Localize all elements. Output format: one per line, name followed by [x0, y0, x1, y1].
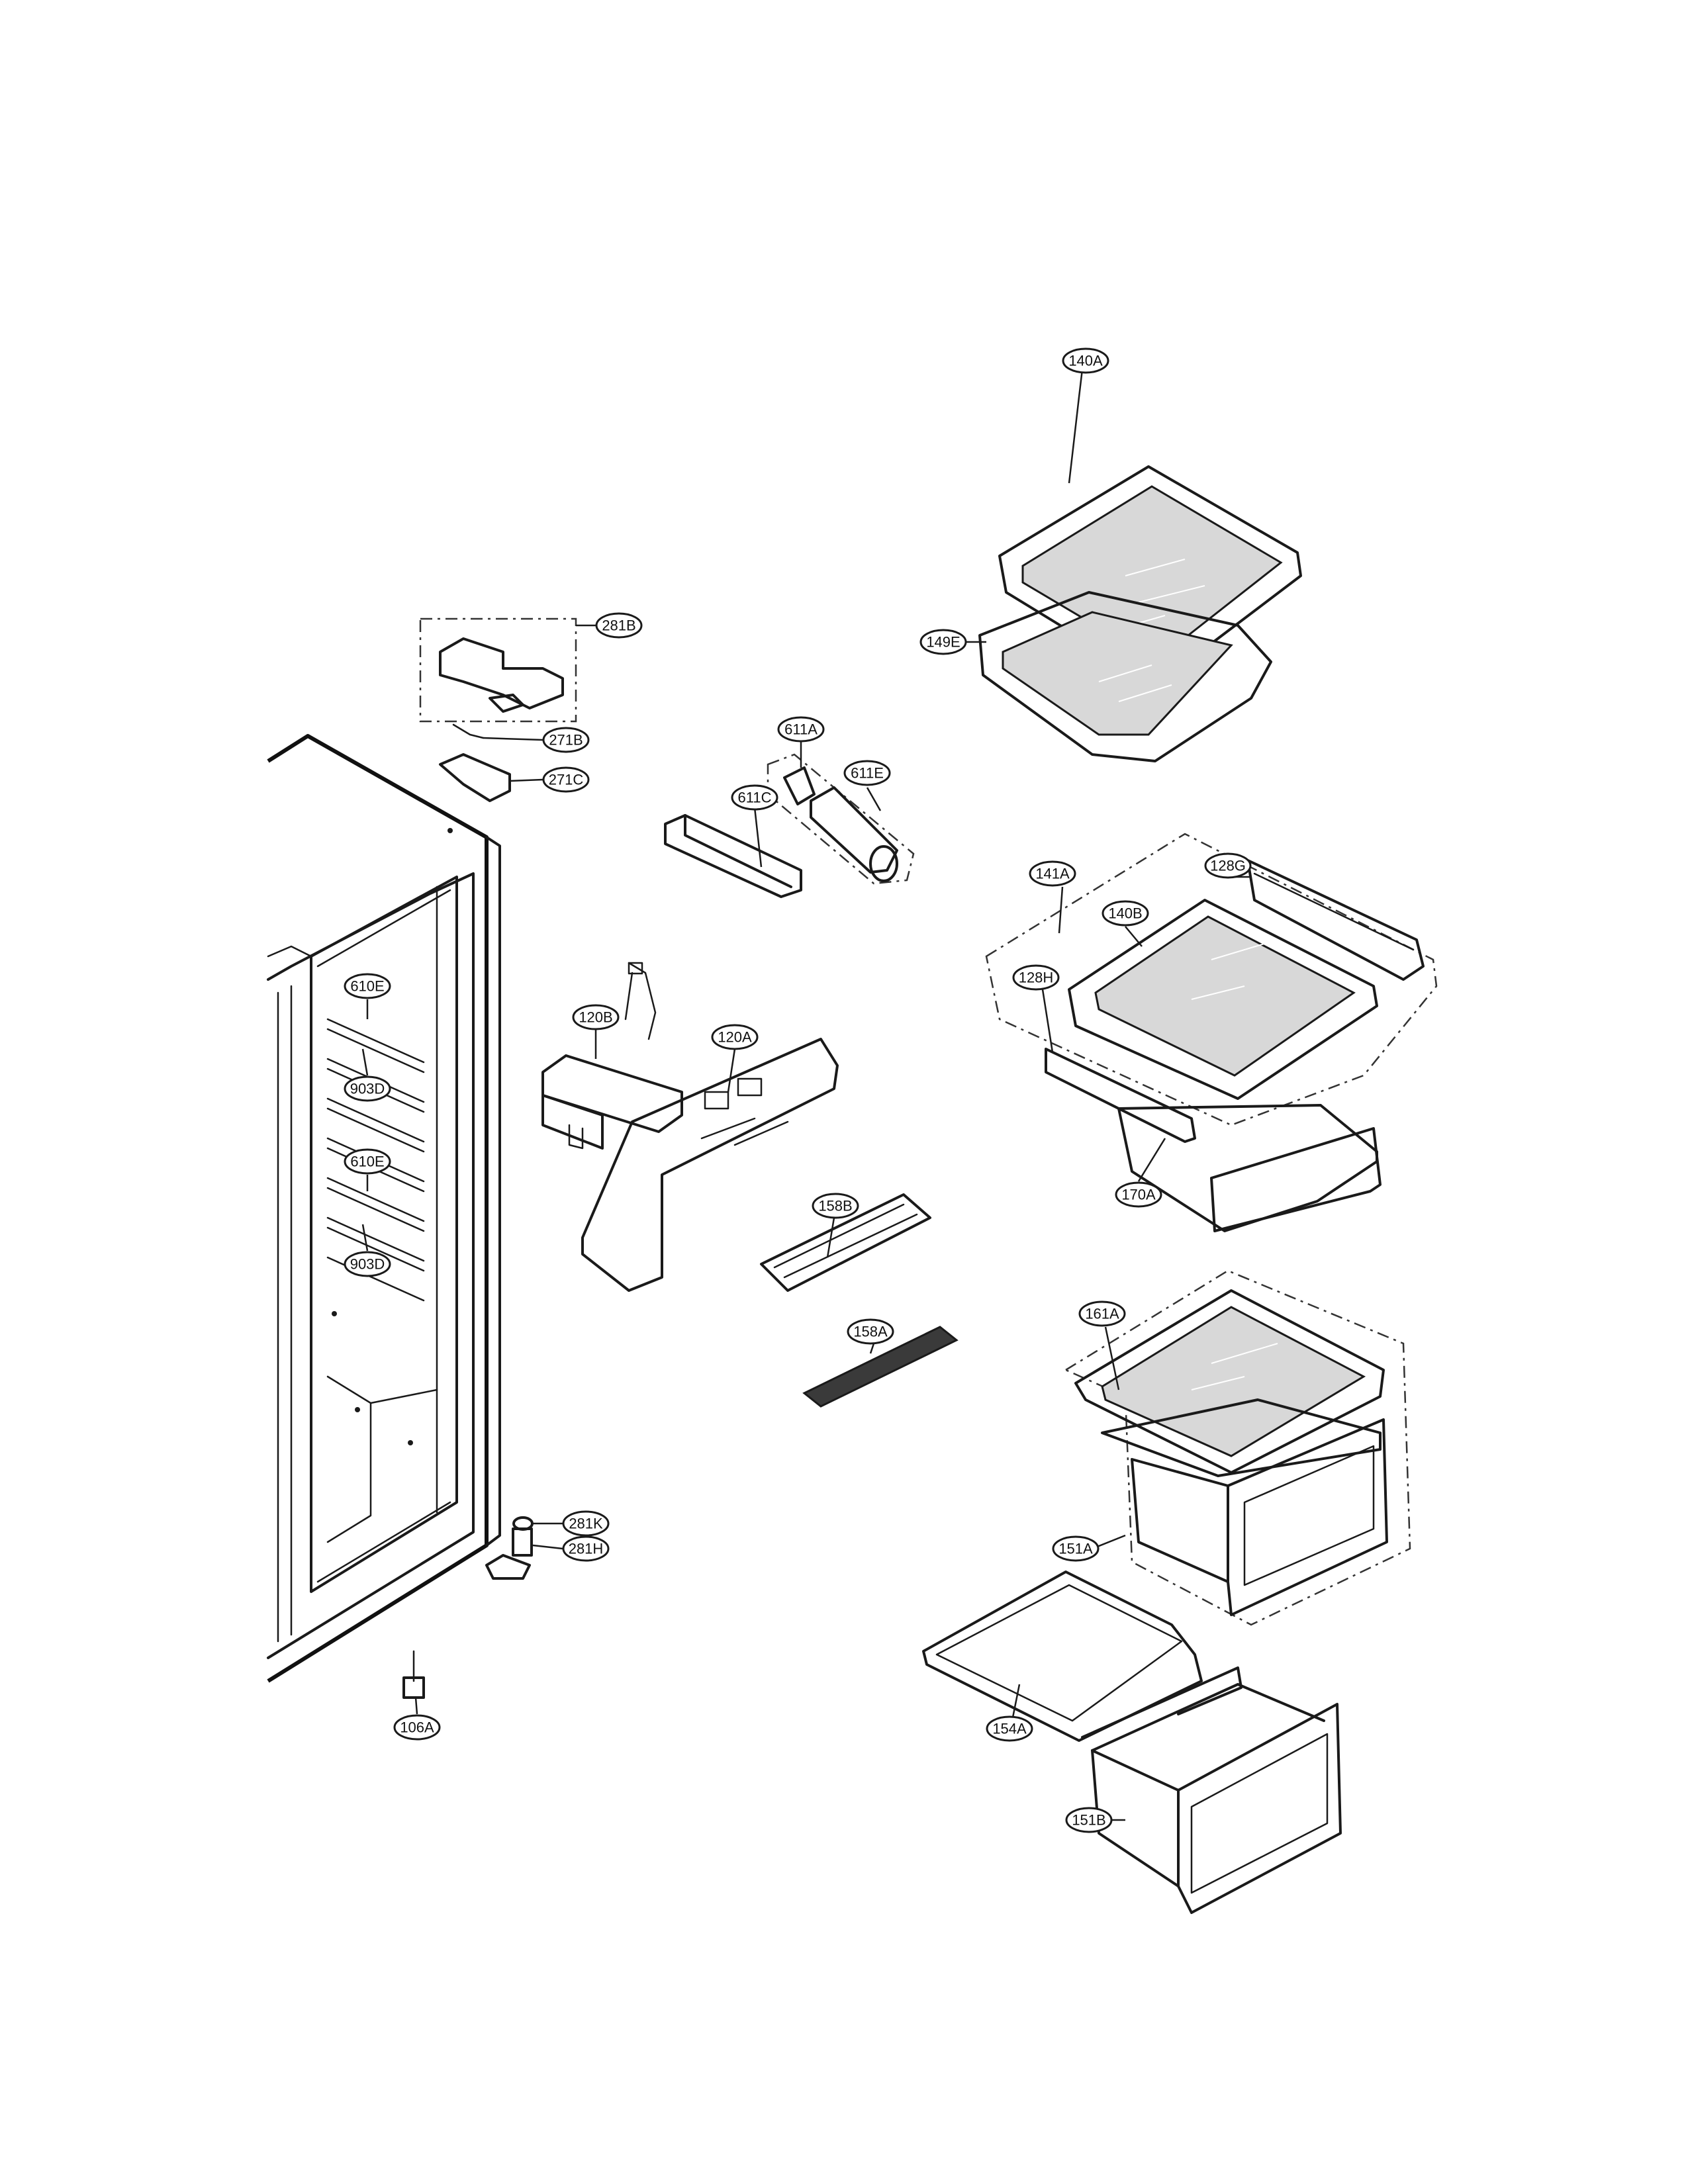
tank-bracket [581, 1038, 839, 1292]
callout-170A[interactable]: 170A [1115, 1181, 1162, 1208]
svg-text:140B: 140B [1108, 905, 1142, 922]
svg-text:158A: 158A [853, 1324, 888, 1340]
callout-610E-bottom[interactable]: 610E [344, 1148, 391, 1175]
screw-hole [332, 1311, 337, 1316]
svg-text:611E: 611E [851, 765, 884, 782]
hinge-parts [485, 1516, 534, 1580]
svg-text:149E: 149E [926, 634, 960, 651]
crisper-cover-lower [922, 1570, 1203, 1742]
snack-pan-assembly [985, 833, 1438, 1232]
callout-611C[interactable]: 611C [731, 784, 778, 811]
screw-hole [447, 828, 453, 833]
svg-text:170A: 170A [1121, 1187, 1156, 1203]
callout-128H[interactable]: 128H [1012, 964, 1060, 991]
svg-text:120A: 120A [718, 1029, 752, 1046]
callout-161A[interactable]: 161A [1078, 1300, 1126, 1327]
svg-text:271B: 271B [549, 732, 583, 749]
leveling-leg [402, 1650, 425, 1699]
damper-housing-group [419, 617, 577, 802]
crisper-drawer-lower [1081, 1666, 1342, 1914]
svg-text:141A: 141A [1035, 866, 1070, 882]
callout-141A[interactable]: 141A [1029, 860, 1076, 887]
svg-text:281K: 281K [569, 1516, 603, 1532]
svg-text:154A: 154A [992, 1721, 1027, 1737]
callout-281B[interactable]: 281B [595, 612, 643, 639]
svg-text:161A: 161A [1085, 1306, 1119, 1322]
callout-281K[interactable]: 281K [562, 1510, 610, 1537]
callout-158A[interactable]: 158A [847, 1318, 894, 1345]
svg-text:611C: 611C [738, 790, 772, 806]
glass-shelf-upper [998, 465, 1302, 666]
leader-lines [361, 369, 1251, 1821]
callout-158B[interactable]: 158B [812, 1193, 859, 1219]
screw-hole [408, 1440, 413, 1445]
cover-tray [760, 1193, 931, 1292]
svg-text:610E: 610E [350, 1154, 384, 1170]
svg-text:128H: 128H [1019, 970, 1054, 986]
shelf-rails [326, 1018, 425, 1302]
callout-611A[interactable]: 611A [777, 716, 825, 743]
callout-106A[interactable]: 106A [393, 1714, 441, 1741]
glass-shelf-lower [978, 591, 1272, 762]
callout-120B[interactable]: 120B [572, 1004, 620, 1030]
water-tank [541, 962, 683, 1150]
svg-text:158B: 158B [818, 1198, 852, 1214]
callout-151B[interactable]: 151B [1065, 1807, 1113, 1833]
callout-128G[interactable]: 128G [1204, 852, 1252, 879]
svg-text:611A: 611A [784, 721, 818, 738]
callout-611E[interactable]: 611E [843, 760, 891, 786]
svg-text:151B: 151B [1072, 1812, 1105, 1829]
callout-149E[interactable]: 149E [919, 629, 967, 655]
callout-151A[interactable]: 151A [1052, 1535, 1100, 1562]
svg-text:120B: 120B [579, 1009, 612, 1026]
callout-271B[interactable]: 271B [542, 727, 590, 753]
svg-text:903D: 903D [350, 1081, 385, 1097]
svg-text:281H: 281H [569, 1541, 604, 1557]
grille [802, 1326, 959, 1408]
callout-610E-top[interactable]: 610E [344, 973, 391, 999]
svg-text:128G: 128G [1210, 858, 1246, 874]
filter-housing [664, 814, 802, 898]
callout-903D-top[interactable]: 903D [344, 1075, 391, 1102]
callout-903D-bottom[interactable]: 903D [344, 1251, 391, 1277]
screw-hole [355, 1407, 360, 1412]
svg-text:106A: 106A [400, 1719, 434, 1736]
callout-281H[interactable]: 281H [562, 1535, 610, 1562]
callout-140A[interactable]: 140A [1062, 347, 1109, 374]
svg-text:610E: 610E [350, 978, 384, 995]
callout-154A[interactable]: 154A [986, 1715, 1033, 1742]
callout-140B[interactable]: 140B [1102, 900, 1149, 927]
svg-text:271C: 271C [549, 772, 584, 788]
callout-271C[interactable]: 271C [542, 766, 590, 793]
svg-text:140A: 140A [1068, 353, 1103, 369]
svg-text:151A: 151A [1058, 1541, 1093, 1557]
callout-120A[interactable]: 120A [711, 1024, 759, 1050]
svg-text:281B: 281B [602, 617, 635, 634]
refrigerator-cabinet [267, 734, 501, 1683]
svg-text:903D: 903D [350, 1256, 385, 1273]
crisper-assembly-upper [1064, 1269, 1411, 1626]
